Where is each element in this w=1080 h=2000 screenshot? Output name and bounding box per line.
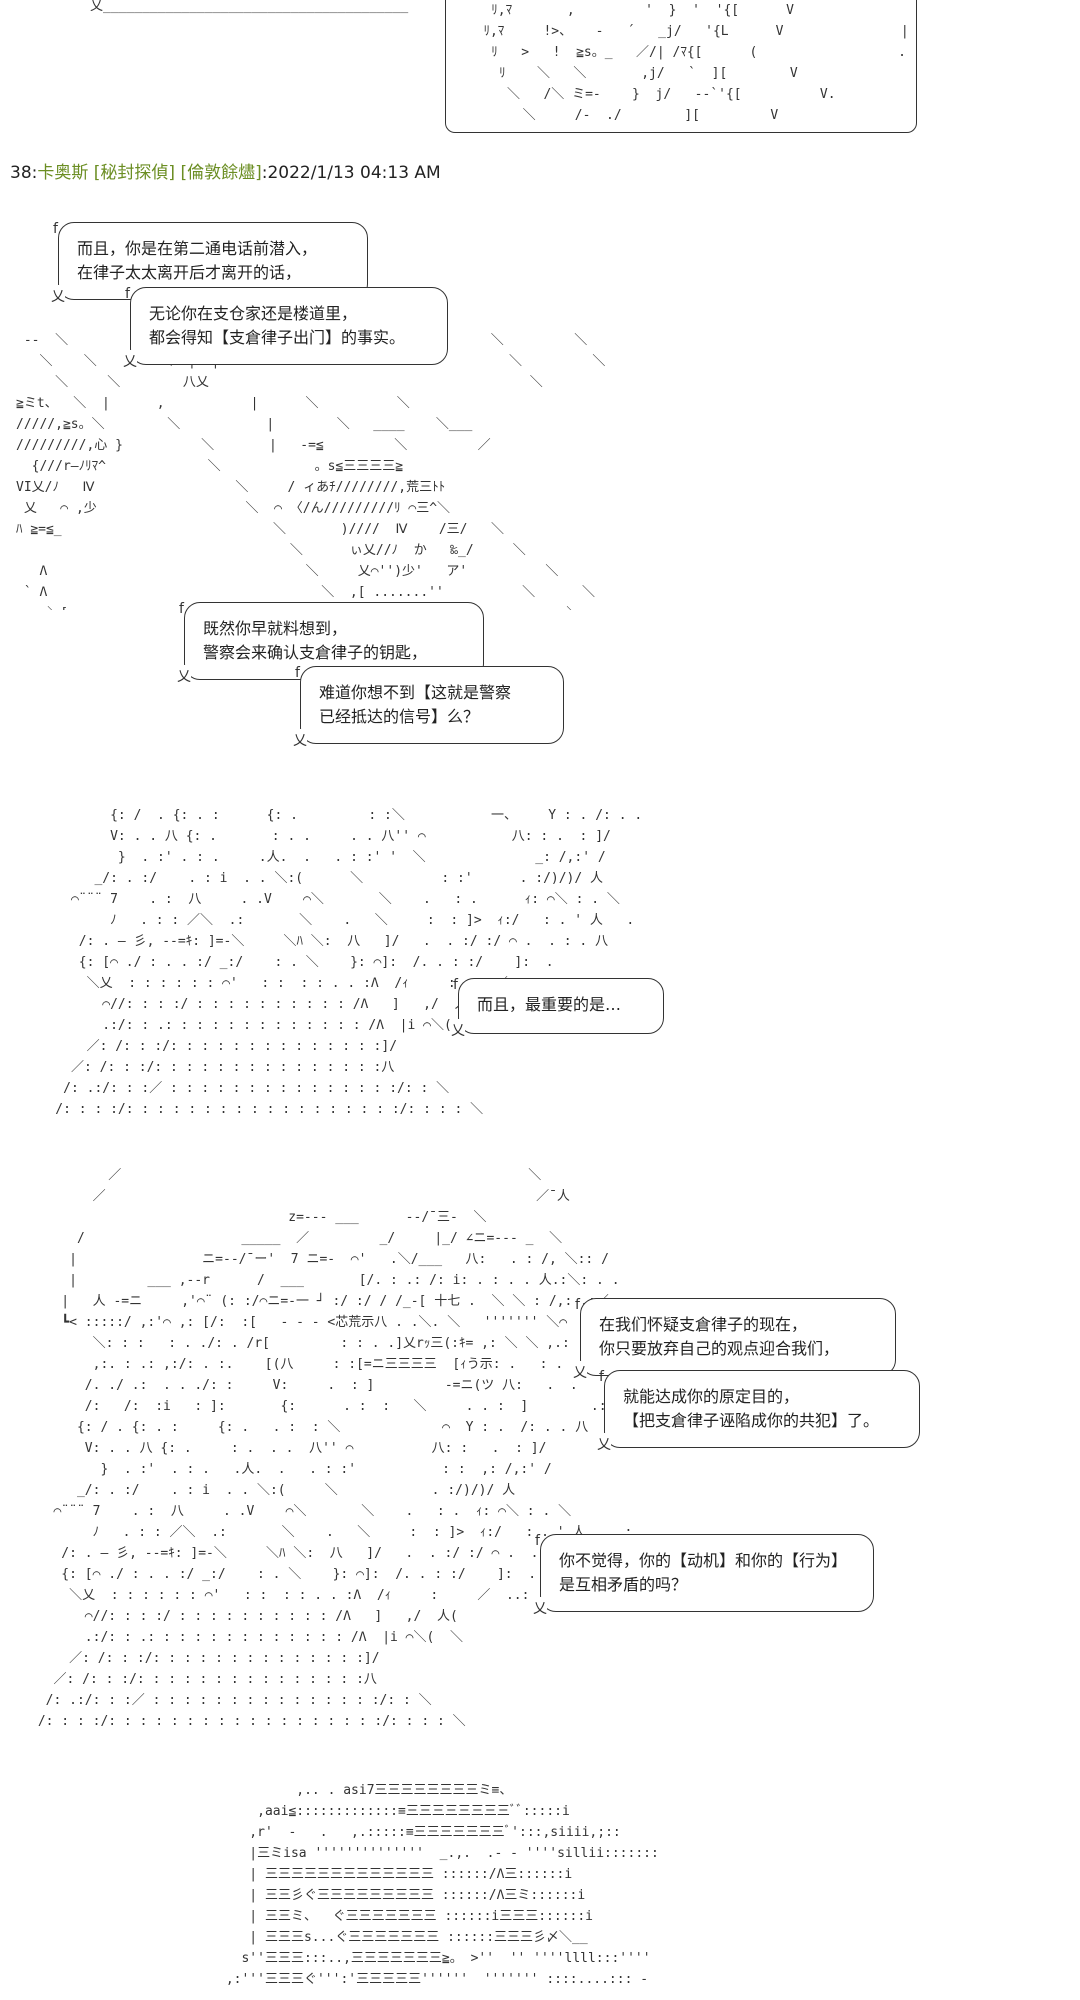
bubble-text: 就能达成你的原定目的， xyxy=(623,1387,800,1406)
bubble-text: 在律子太太离开后才离开的话， xyxy=(77,263,302,282)
ascii-art-scene-1: -- ＼ | | ＼ ＼ ＼ ＼ ＼ | | ＼ ＼ ＼ ＼ 八乂 xyxy=(16,333,606,610)
speech-bubble-5: 而且，最重要的是… xyxy=(451,973,664,1043)
ascii-art-scene-2: {: / . {: . : {: . : :＼ 一、 Y : . /: . . … xyxy=(55,808,644,1117)
ascii-art-top-left: 乂_______________________________________ xyxy=(90,0,409,14)
bubble-text: 是互相矛盾的吗？ xyxy=(559,1575,688,1594)
ascii-art-scene-4: ,.. . asi7三三三三三三三三ミ≡、 ,aai≦:::::::::::::… xyxy=(225,1783,658,1987)
bubble-text: 无论你在支仓家还是楼道里， xyxy=(149,304,358,323)
post-number: 38 xyxy=(10,163,32,183)
speech-bubble-3: 既然你早就料想到， 警察会来确认支倉律子的钥匙， xyxy=(177,597,484,689)
ascii-art-scene-3: ／ ＼ ／ ／¯人 z=--- ___ --/¯三- ＼ / xyxy=(37,1168,630,1729)
bubble-text: 警察会来确认支倉律子的钥匙， xyxy=(203,643,428,662)
bubble-text: 既然你早就料想到， xyxy=(203,619,348,638)
bubble-text: 你不觉得，你的【动机】和你的【行为】 xyxy=(559,1551,848,1570)
bubble-text: 都会得知【支倉律子出门】的事实。 xyxy=(149,328,406,347)
post-date: :2022/1/13 04:13 AM xyxy=(261,163,441,183)
bubble-text: 在我们怀疑支倉律子的现在， xyxy=(599,1315,808,1334)
bubble-text: 已经抵达的信号】么？ xyxy=(319,707,480,726)
poster-name[interactable]: 卡奥斯 [秘封探偵] [倫敦餘燼] xyxy=(37,163,262,183)
bubble-text: 而且，你是在第二通电话前潜入， xyxy=(77,239,318,258)
bubble-text: 而且，最重要的是… xyxy=(477,995,622,1014)
speech-bubble-7: 就能达成你的原定目的， 【把支倉律子诬陷成你的共犯】了。 xyxy=(597,1365,920,1457)
bubble-text: 【把支倉律子诬陷成你的共犯】了。 xyxy=(623,1411,880,1430)
speech-bubble-4: 难道你想不到【这就是警察 已经抵达的信号】么？ xyxy=(293,661,564,753)
speech-bubble-8: 你不觉得，你的【动机】和你的【行为】 是互相矛盾的吗？ xyxy=(533,1529,874,1621)
speech-bubble-2: 无论你在支仓家还是楼道里， 都会得知【支倉律子出门】的事实。 xyxy=(123,282,448,374)
art-frame-top xyxy=(445,0,917,133)
bubble-text: 你只要放弃自己的观点迎合我们， xyxy=(599,1339,840,1358)
speech-bubble-6: 在我们怀疑支倉律子的现在， 你只要放弃自己的观点迎合我们， xyxy=(573,1293,896,1385)
ascii-art-top-right: ﾘ,ﾏ , ' } ' '{[ V } | ﾘ,ﾏ !>、 - ´ _j/ '{… xyxy=(483,3,909,123)
post-header: 38:卡奥斯 [秘封探偵] [倫敦餘燼]:2022/1/13 04:13 AM xyxy=(10,163,441,183)
bubble-text: 难道你想不到【这就是警察 xyxy=(319,683,512,702)
